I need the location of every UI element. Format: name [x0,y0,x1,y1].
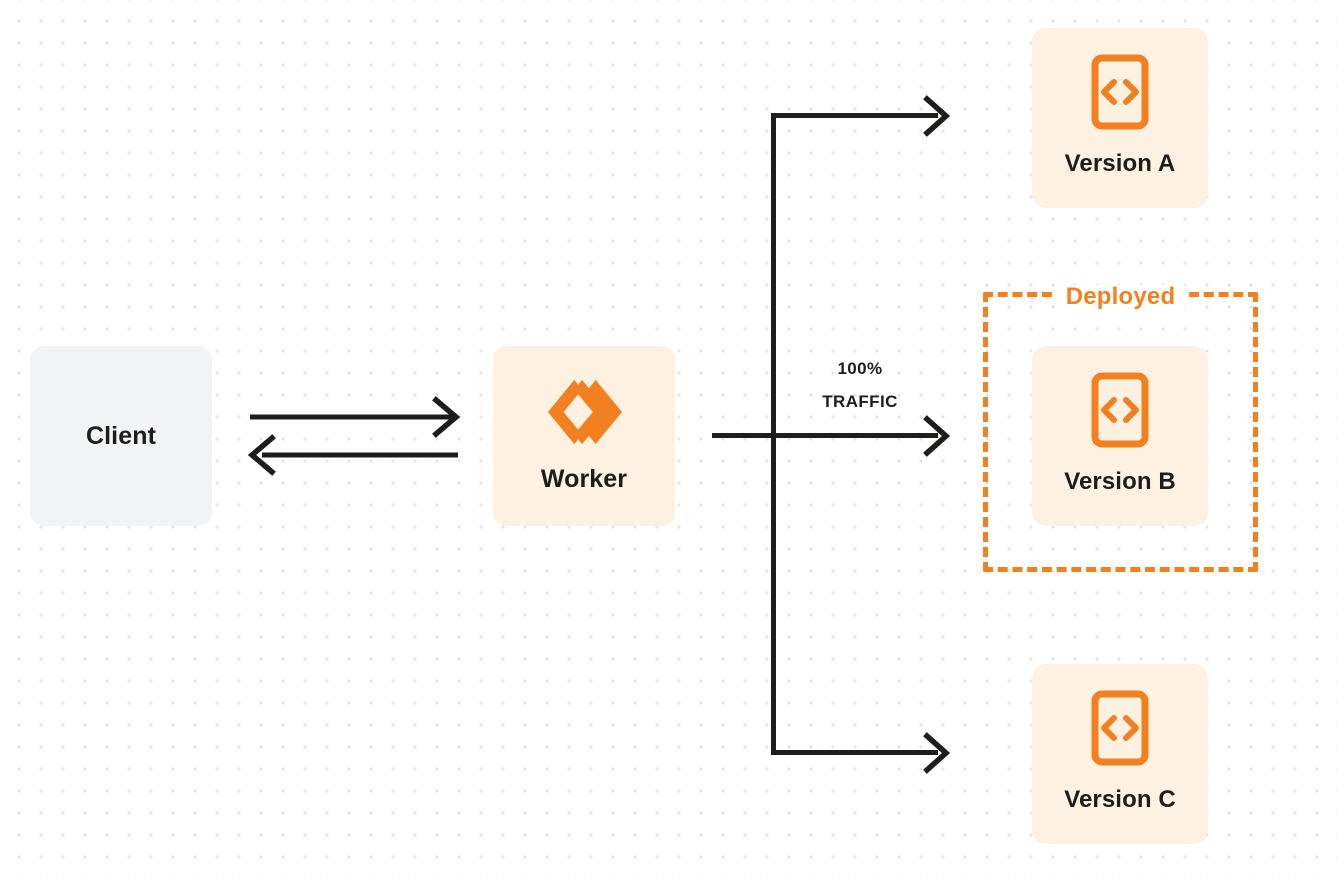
traffic-percent: 100% [837,359,883,378]
code-file-icon [1091,54,1149,130]
connector-worker-to-version-b [712,415,951,457]
group-deployed-label: Deployed [1055,285,1186,309]
node-version-c-label: Version C [1064,786,1176,813]
connector-client-to-worker [250,396,461,438]
node-version-b-label: Version B [1064,468,1176,495]
connector-worker-to-version-a [771,95,951,137]
node-client[interactable]: Client [30,346,212,526]
cloudflare-workers-logo-icon [545,376,623,448]
node-worker-label: Worker [540,465,628,493]
node-version-b[interactable]: Version B [1032,346,1208,526]
code-file-icon [1091,372,1149,448]
connector-worker-to-client [247,434,458,476]
node-version-a[interactable]: Version A [1032,28,1208,208]
node-client-label: Client [85,421,157,450]
node-version-a-label: Version A [1064,150,1176,177]
connector-worker-to-version-c [771,732,951,774]
code-file-icon [1091,690,1149,766]
traffic-caption: TRAFFIC [822,392,898,412]
node-version-c[interactable]: Version C [1032,664,1208,844]
node-worker[interactable]: Worker [493,346,675,526]
group-deployed: Deployed [983,285,1258,572]
traffic-annotation: 100% TRAFFIC [790,352,930,418]
